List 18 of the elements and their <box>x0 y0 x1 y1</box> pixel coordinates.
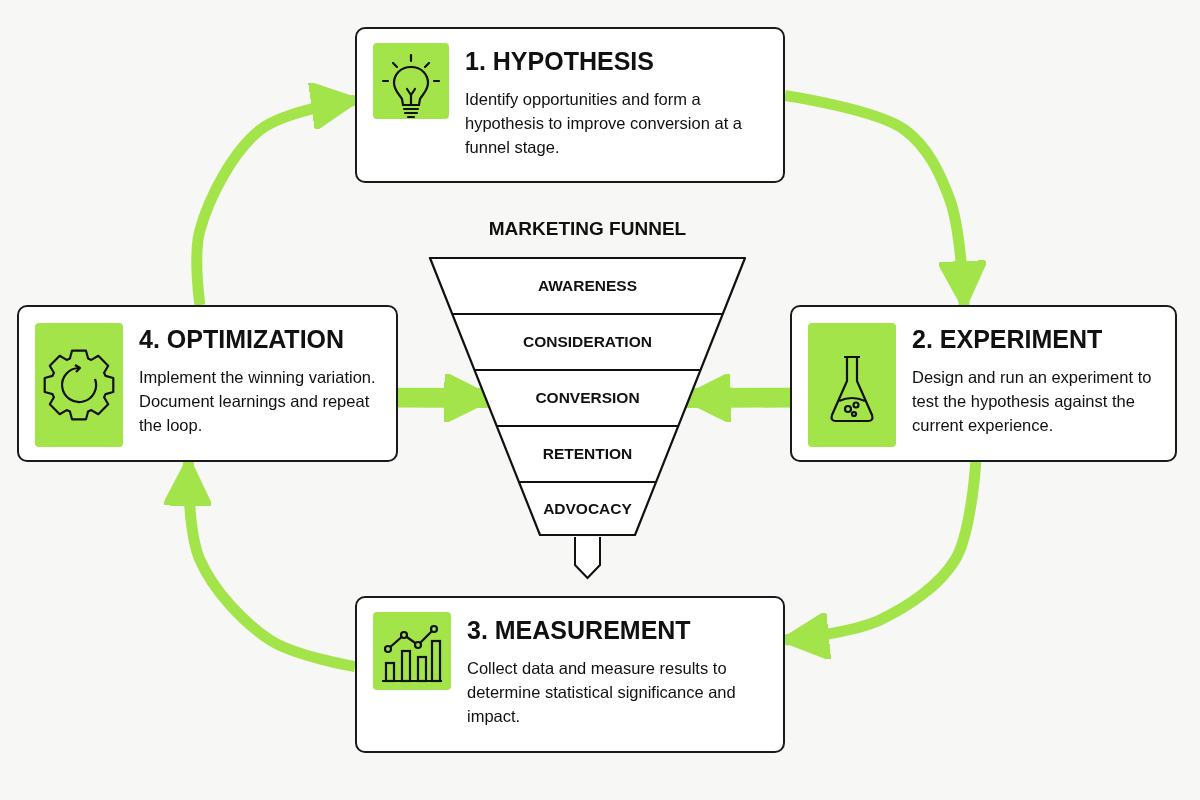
step-title: 3. MEASUREMENT <box>467 616 691 645</box>
process-card <box>17 305 398 462</box>
step-title: 4. OPTIMIZATION <box>139 325 345 354</box>
step-description: Implement the winning variation. Document learnings and repeat the loop. <box>139 367 377 436</box>
funnel-stage: ADVOCACY <box>533 486 642 531</box>
step-description: Design and run an experiment to test the hypothesis against the current experience. <box>912 367 1153 436</box>
step-title: 2. EXPERIMENT <box>912 325 1103 354</box>
step-title: 1. HYPOTHESIS <box>465 47 654 76</box>
step-description: Identify opportunities and form a hypothesis to improve conversion at a funnel stage. <box>465 89 743 158</box>
step-description: Collect data and measure results to determine statistical significance and impact. <box>467 658 737 727</box>
funnel-stage: RETENTION <box>511 430 664 478</box>
funnel-stage: AWARENESS <box>445 262 730 310</box>
funnel-title: MARKETING FUNNEL <box>487 218 688 240</box>
funnel-stage: CONVERSION <box>489 374 686 422</box>
funnel-stage: CONSIDERATION <box>467 318 708 366</box>
process-card <box>355 27 785 183</box>
process-card <box>790 305 1177 462</box>
process-card <box>355 596 785 753</box>
